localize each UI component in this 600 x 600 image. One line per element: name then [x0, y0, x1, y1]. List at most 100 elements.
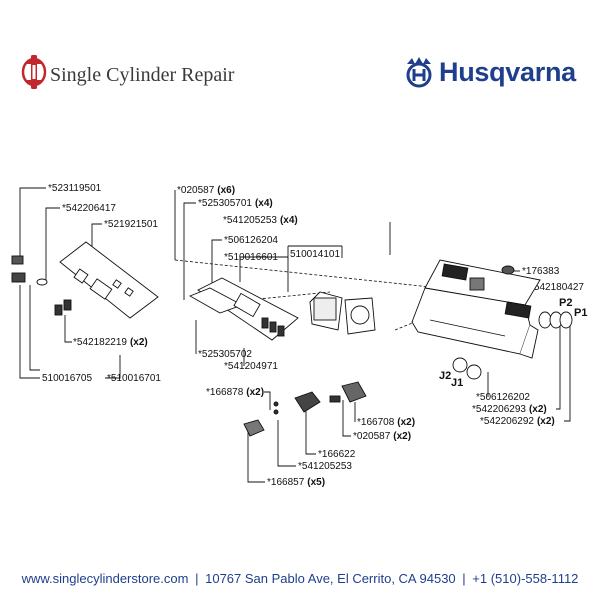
- leader-p4: [64, 315, 72, 343]
- part-label-group: *523119501 *542206417 *521921501 *542182219…: [42, 183, 584, 488]
- part-quantity: (x2): [393, 431, 411, 442]
- meter-bracket: [344, 297, 376, 335]
- husqvarna-brand: Husqvarna: [402, 55, 576, 89]
- part-number: 510014101: [290, 249, 340, 260]
- part-number: *525305702: [198, 349, 252, 360]
- relay-block: [329, 381, 367, 403]
- switch-bracket: [243, 391, 321, 437]
- leader-p1: [19, 187, 46, 256]
- part-number: *541205253: [223, 215, 277, 226]
- part-label-p25: *166857(x5): [267, 477, 325, 488]
- husqvarna-crown-logo-icon: [406, 57, 432, 88]
- control-plate-main: [188, 277, 299, 341]
- part-label-p1: *523119501: [48, 183, 102, 194]
- knob-part: [11, 255, 48, 286]
- part-number: *166622: [318, 449, 356, 460]
- part-label-p11: 510014101: [290, 249, 340, 260]
- hour-meter-display: [309, 291, 343, 331]
- connector-labels: J2 J1 P2 P1: [439, 297, 587, 389]
- leader-p6: [29, 285, 121, 379]
- connector-label-p2: P2: [559, 297, 572, 309]
- part-label-p8: *525305701(x4): [198, 198, 273, 209]
- part-quantity: (x2): [397, 417, 415, 428]
- footer-separator: |: [462, 571, 466, 586]
- header: Single Cylinder Repair Husqvarna: [0, 0, 600, 100]
- part-label-p9: *541205253(x4): [223, 215, 298, 226]
- part-number: *166857: [267, 477, 305, 488]
- website-link[interactable]: www.singlecylinderstore.com: [21, 571, 189, 586]
- part-label-p3: *521921501: [104, 219, 158, 230]
- connector-label-j2: J2: [439, 370, 451, 382]
- part-number: *166878: [206, 387, 244, 398]
- part-quantity: (x6): [217, 185, 235, 196]
- connector-label-j1: J1: [451, 377, 463, 389]
- leader-p19: [564, 318, 571, 422]
- part-number: *166708: [357, 417, 395, 428]
- connector-rings: [538, 311, 573, 329]
- control-plate-small: [54, 241, 159, 319]
- part-label-p21: *166708(x2): [357, 417, 415, 428]
- part-quantity: (x2): [537, 416, 555, 427]
- single-cylinder-logo-icon: [21, 55, 47, 89]
- single-cylinder-repair-brand[interactable]: Single Cylinder Repair: [20, 52, 234, 92]
- part-label-p13: *176383: [522, 266, 560, 277]
- part-label-p22: *020587(x2): [353, 431, 411, 442]
- leader-p12: [287, 245, 343, 292]
- leader-p3: [91, 223, 102, 253]
- part-label-p19: *542206292(x2): [480, 416, 555, 427]
- part-number: *542182219: [73, 337, 127, 348]
- part-number: *542180427: [530, 282, 584, 293]
- part-quantity: (x5): [307, 477, 325, 488]
- leader-p18: [556, 318, 561, 410]
- leader-p20: [264, 391, 271, 410]
- part-number: *020587: [177, 185, 215, 196]
- part-number: *510016701: [107, 373, 161, 384]
- part-label-p16: *541204971: [224, 361, 278, 372]
- part-number: *542206293: [472, 404, 526, 415]
- part-pictures: [11, 241, 573, 437]
- part-quantity: (x2): [246, 387, 264, 398]
- leader-p8: [183, 202, 196, 300]
- control-panel-housing: [411, 259, 541, 359]
- connector-label-p1: P1: [574, 307, 587, 319]
- part-label-p2: *542206417: [62, 203, 116, 214]
- part-label-p17: *506126202: [476, 392, 530, 403]
- part-label-p14: *542180427: [530, 282, 584, 293]
- leader-p11: [239, 256, 288, 282]
- part-number: *506126202: [476, 392, 530, 403]
- part-number: 510016705: [42, 373, 92, 384]
- part-number: *176383: [522, 266, 560, 277]
- part-quantity: (x4): [280, 215, 298, 226]
- part-number: *523119501: [48, 183, 102, 194]
- leader-p10: [211, 239, 222, 283]
- husqvarna-name: Husqvarna: [439, 56, 576, 87]
- part-label-p7: *020587(x6): [177, 185, 235, 196]
- part-number: *510016601: [224, 252, 278, 263]
- part-number: *521921501: [104, 219, 158, 230]
- part-label-p4: *542182219(x2): [73, 337, 148, 348]
- leader-p23: [305, 410, 316, 455]
- part-number: *542206292: [480, 416, 534, 427]
- leader-p22: [342, 400, 351, 437]
- part-label-p24: *541205253: [298, 461, 352, 472]
- footer: www.singlecylinderstore.com | 10767 San …: [0, 571, 600, 586]
- leader-p5: [19, 285, 40, 379]
- part-number: *541205253: [298, 461, 352, 472]
- part-quantity: (x2): [529, 404, 547, 415]
- part-number: *541204971: [224, 361, 278, 372]
- part-label-p5: 510016705: [42, 373, 92, 384]
- footer-separator: |: [195, 571, 199, 586]
- part-quantity: (x2): [130, 337, 148, 348]
- phone-link[interactable]: +1 (510)-558-1112: [472, 571, 579, 586]
- leader-p25: [247, 432, 265, 483]
- part-number: *506126204: [224, 235, 278, 246]
- part-label-p6: *510016701: [107, 373, 161, 384]
- store-address: 10767 San Pablo Ave, El Cerrito, CA 9453…: [205, 571, 456, 586]
- part-number: *020587: [353, 431, 391, 442]
- part-quantity: (x4): [255, 198, 273, 209]
- part-label-p12: *510016601: [224, 252, 278, 263]
- connector-jacks: [452, 357, 482, 380]
- part-label-p23: *166622: [318, 449, 356, 460]
- part-label-p18: *542206293(x2): [472, 404, 547, 415]
